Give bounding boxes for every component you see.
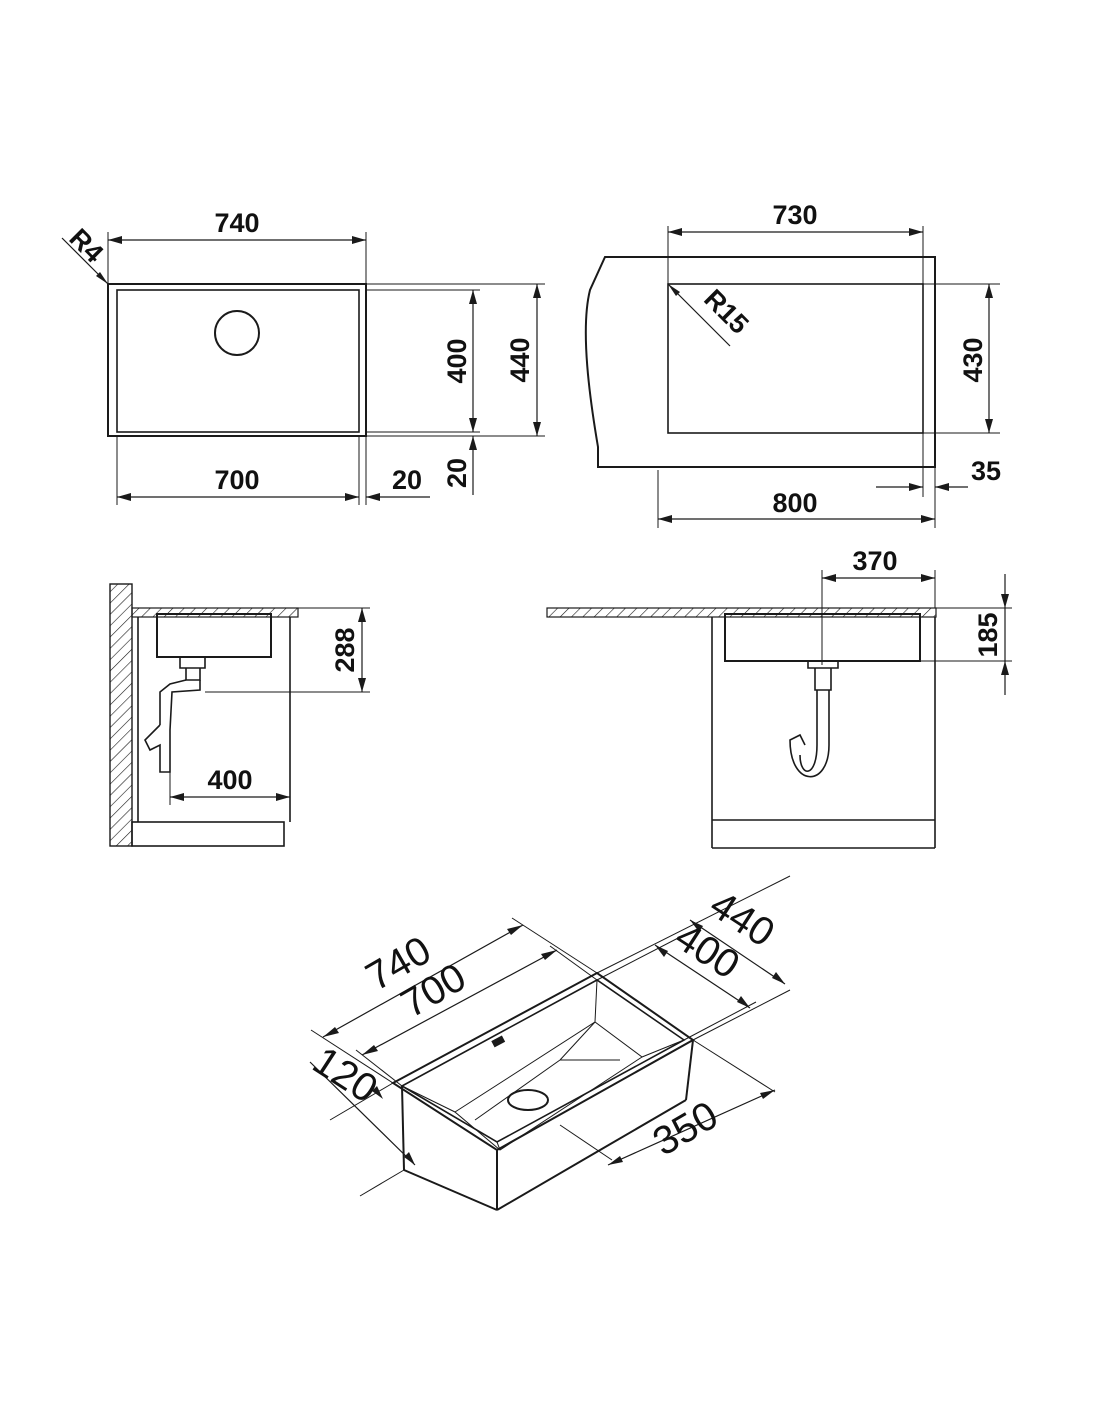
dim-440-label: 440 <box>505 337 535 382</box>
iso-dim-line-440 <box>689 919 786 985</box>
front-view: 370 185 <box>546 546 1012 849</box>
drain-hole <box>214 310 260 356</box>
iso-logo <box>491 1035 506 1048</box>
dim-430-label: 430 <box>958 337 988 382</box>
countertop-section <box>131 607 299 618</box>
side-view: 288 400 <box>109 583 370 847</box>
dim-400-label: 400 <box>442 338 472 383</box>
countertop-outline <box>584 256 936 468</box>
dim-185-label: 185 <box>973 612 1003 657</box>
drain-pipe-front <box>807 661 839 691</box>
sink-bowl-side <box>156 613 272 658</box>
plan-view: 740 700 20 400 440 20 R4 <box>61 208 545 505</box>
iso-dim-350-label: 350 <box>646 1093 726 1164</box>
iso-view: 740 700 440 400 120 350 <box>305 875 791 1211</box>
iso-dim-line-400 <box>654 944 751 1009</box>
iso-drain <box>507 1089 549 1111</box>
dim-800-label: 800 <box>772 488 817 518</box>
iso-dim-line-700 <box>361 949 558 1056</box>
sink-outline <box>107 283 367 437</box>
countertop-front <box>546 607 937 618</box>
wall-hatch <box>109 583 133 847</box>
dim-700-label: 700 <box>214 465 259 495</box>
iso-dim-line-740 <box>322 924 524 1038</box>
dim-740-label: 740 <box>214 208 259 238</box>
dim-730-label: 730 <box>772 200 817 230</box>
drain-pipe-side <box>179 657 206 681</box>
iso-dim-line-350 <box>607 1089 776 1166</box>
dim-400-side-label: 400 <box>207 765 252 795</box>
dim-r15-label: R15 <box>698 284 754 340</box>
dim-20-label: 20 <box>392 465 422 495</box>
dim-20v-label: 20 <box>442 458 472 488</box>
dim-370-label: 370 <box>852 546 897 576</box>
iso-dim-line-120 <box>309 1061 416 1166</box>
dim-35-label: 35 <box>971 456 1001 486</box>
dim-r4-label: R4 <box>64 223 110 269</box>
dim-288-label: 288 <box>330 627 360 672</box>
bowl-outline <box>116 289 360 433</box>
cutout-view: 730 800 430 35 R15 <box>584 200 1001 528</box>
